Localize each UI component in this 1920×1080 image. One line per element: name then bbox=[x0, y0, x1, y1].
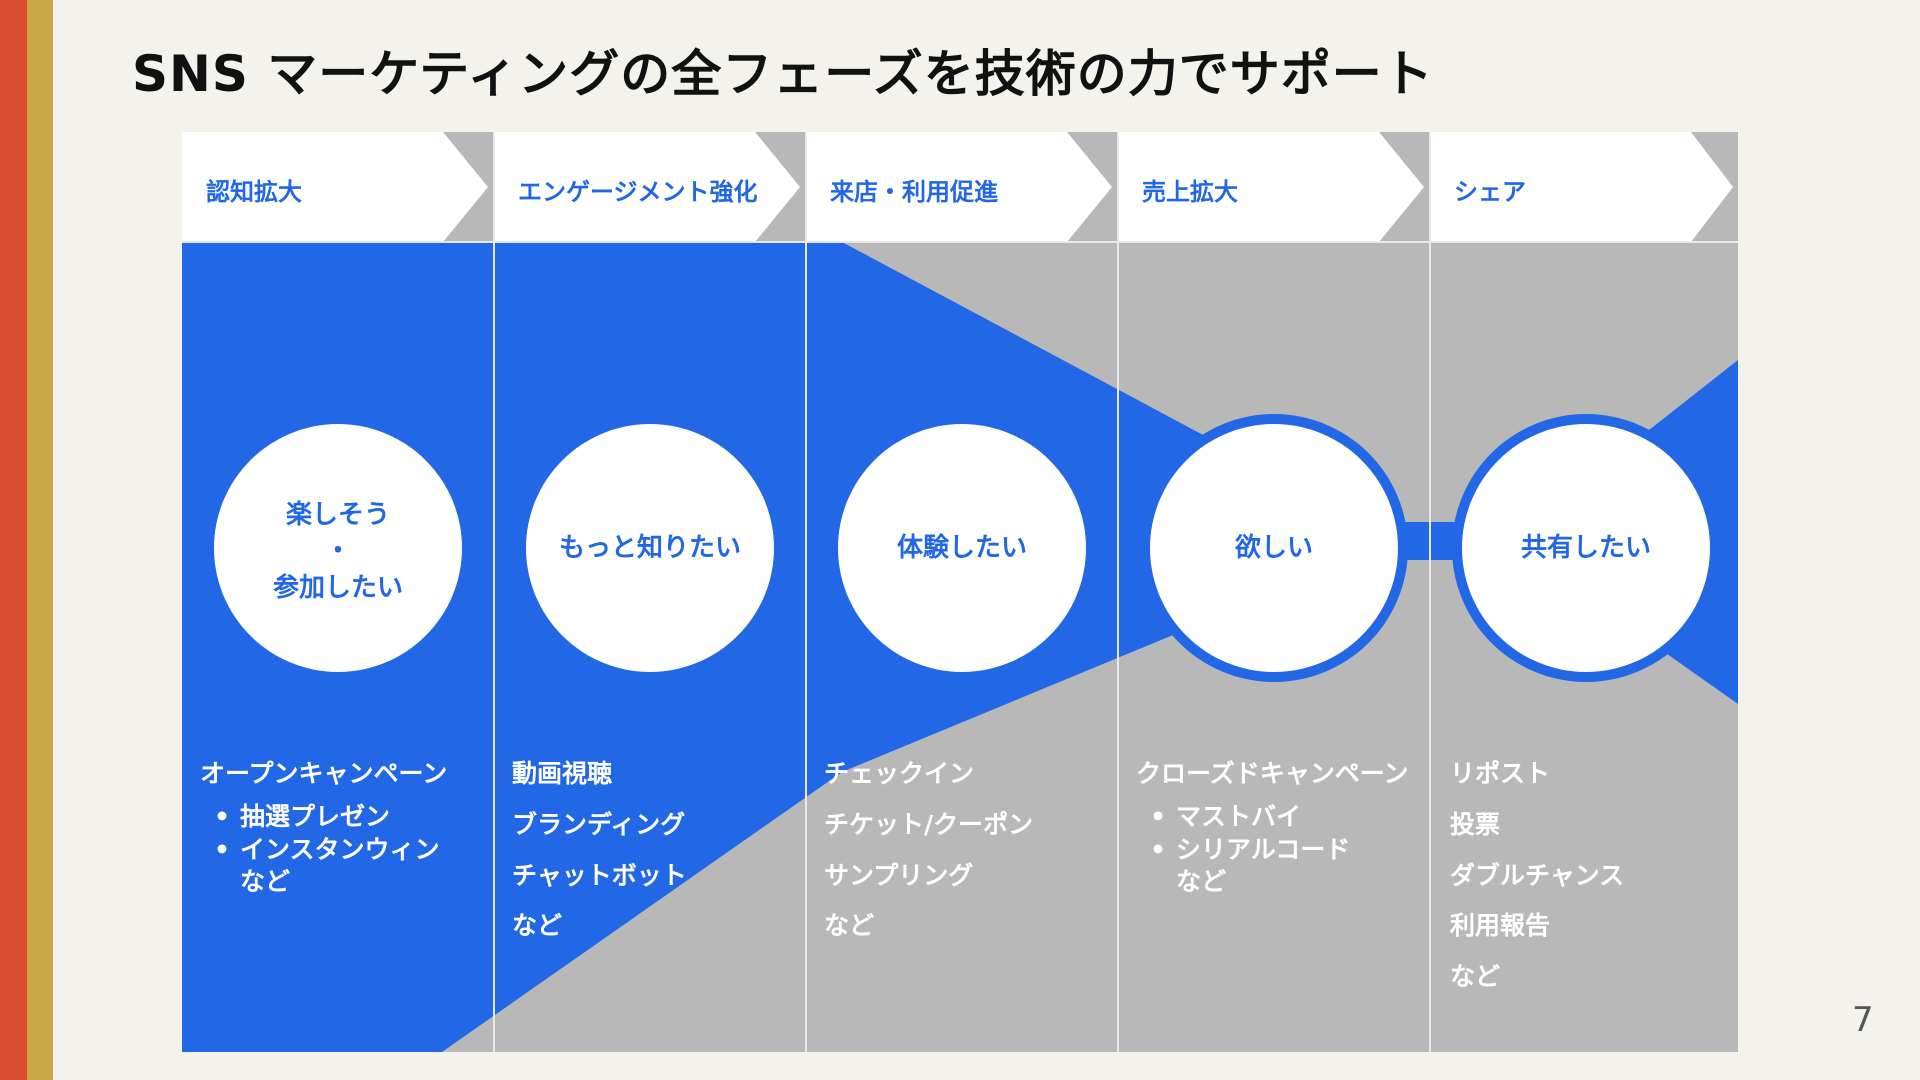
actions-heading: クローズドキャンペーン bbox=[1136, 759, 1409, 788]
list-item: 動画視聴 bbox=[512, 759, 613, 788]
circle-text-3: 体験したい bbox=[896, 533, 1027, 563]
list-item: ブランディング bbox=[512, 809, 686, 839]
actions-heading: オープンキャンペーン bbox=[200, 759, 448, 788]
list-item: など bbox=[824, 911, 875, 941]
page-number: 7 bbox=[1852, 1000, 1874, 1040]
list-item: など bbox=[512, 911, 563, 941]
phase-label-5: シェア bbox=[1454, 178, 1526, 206]
actions-phase-5: リポスト 投票 ダブルチャンス 利用報告 など bbox=[1450, 759, 1740, 1014]
actions-bullet-list: マストバイ シリアルコード bbox=[1150, 802, 1426, 865]
list-item: など bbox=[1450, 962, 1501, 991]
list-item: リポスト bbox=[1450, 759, 1551, 788]
list-item: インスタンウィン bbox=[214, 835, 490, 865]
phase-label-2: エンゲージメント強化 bbox=[518, 178, 758, 206]
circle-text-4: 欲しい bbox=[1234, 533, 1313, 563]
list-item: 抽選プレゼン bbox=[214, 802, 490, 832]
actions-phase-3: チェックイン チケット/クーポン サンプリング など bbox=[824, 759, 1114, 963]
list-item: ダブルチャンス bbox=[1450, 860, 1625, 890]
phase-circle-4 bbox=[1150, 424, 1398, 672]
actions-phase-2: 動画視聴 ブランディング チャットボット など bbox=[512, 759, 802, 963]
marketing-funnel-diagram bbox=[182, 132, 1738, 1052]
phase-label-3: 来店・利用促進 bbox=[830, 178, 998, 206]
header-row bbox=[182, 132, 1738, 242]
phase-circle-2 bbox=[526, 424, 774, 672]
actions-footer: など bbox=[1176, 867, 1227, 897]
actions-phase-1: オープンキャンペーン 抽選プレゼン インスタンウィン など bbox=[200, 759, 490, 897]
column-dividers bbox=[182, 132, 1738, 1052]
chevron-corners bbox=[443, 132, 1738, 242]
phase-circle-1 bbox=[214, 424, 462, 672]
phase-circle-5 bbox=[1462, 424, 1710, 672]
actions-footer: など bbox=[240, 867, 291, 897]
phase-label-4: 売上拡大 bbox=[1142, 178, 1238, 206]
actions-phase-4: クローズドキャンペーン マストバイ シリアルコード など bbox=[1136, 759, 1426, 897]
actions-bullet-list: 抽選プレゼン インスタンウィン bbox=[214, 802, 490, 865]
list-item: シリアルコード bbox=[1150, 835, 1426, 865]
list-item: マストバイ bbox=[1150, 802, 1426, 832]
phase-label-1: 認知拡大 bbox=[206, 178, 302, 206]
list-item: チェックイン bbox=[824, 759, 975, 788]
accent-stripe-gold bbox=[27, 0, 53, 1080]
circle-text-5: 共有したい bbox=[1520, 533, 1651, 563]
phase-circle-3 bbox=[838, 424, 1086, 672]
slide-title: SNS マーケティングの全フェーズを技術の力でサポート bbox=[132, 45, 1434, 103]
list-item: 投票 bbox=[1450, 809, 1501, 839]
list-item: チケット/クーポン bbox=[824, 809, 1034, 839]
list-item: 利用報告 bbox=[1450, 911, 1551, 941]
circle-text-2: もっと知りたい bbox=[558, 533, 741, 563]
circle-text-1: 楽しそう ・ 参加したい bbox=[272, 500, 403, 603]
list-item: サンプリング bbox=[824, 860, 974, 890]
accent-stripe-red bbox=[0, 0, 27, 1080]
list-item: チャットボット bbox=[512, 860, 687, 890]
